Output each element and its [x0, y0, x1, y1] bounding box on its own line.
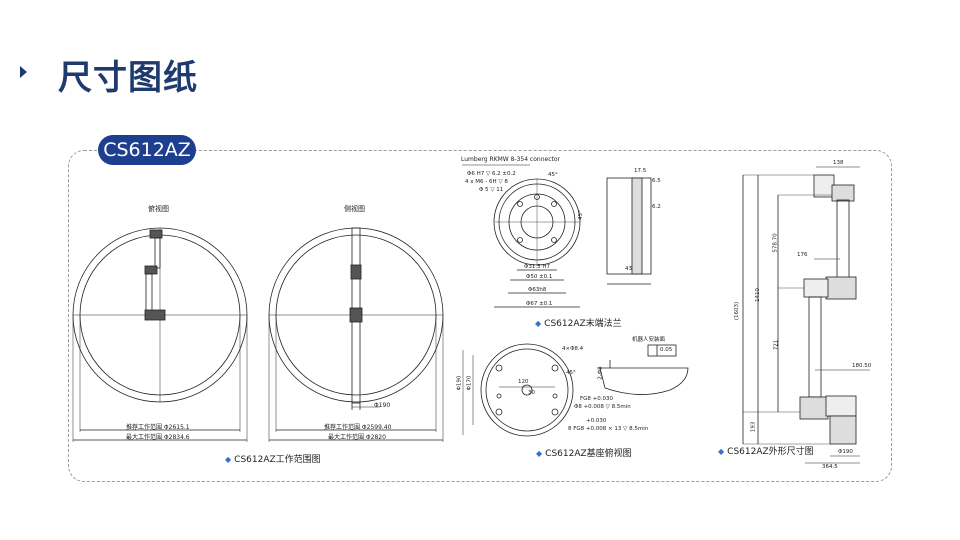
bullet-icon: ◆ [718, 447, 725, 456]
outline-dim-total: 1410 [755, 288, 761, 302]
base-dim: 30 [528, 390, 535, 396]
model-badge: CS612AZ [98, 135, 196, 165]
flange-dim: Φ67 ±0.1 [526, 301, 553, 307]
outline-dim-width: 364.5 [822, 464, 838, 470]
outline-dim-overall: (1603) [734, 301, 741, 321]
flange-note: Φ6 H7 ▽ 6.2 ±0.2 [467, 171, 516, 177]
outline-dim-upper-arm: 578.70 [772, 233, 779, 253]
workspace-top-view [72, 227, 248, 442]
base-dim: Φ190 [456, 375, 463, 391]
top-view-label: 俯视图 [148, 205, 169, 213]
base-holes: 4×Φ8.4 [562, 346, 584, 352]
bullet-icon: ◆ [535, 319, 542, 328]
flange-side-dim: 43 [625, 266, 632, 272]
base-dim: 120 [518, 379, 529, 385]
base-flatness: 0.05 [660, 347, 673, 353]
flange-caption: ◆CS612AZ末端法兰 [535, 316, 622, 329]
base-mount-label: 机器人安装面 [632, 337, 666, 343]
flange-drawing [462, 164, 652, 308]
flange-dim: Φ31.5 H7 [524, 264, 550, 270]
base-pin: Φ8 +0.008 ▽ 8.5min [574, 404, 631, 410]
base-caption: ◆CS612AZ基座俯视图 [536, 446, 632, 459]
workspace-caption-text: CS612AZ工作范围图 [234, 455, 321, 465]
workspace-caption: ◆CS612AZ工作范围图 [225, 452, 321, 465]
bullet-icon: ◆ [536, 449, 543, 458]
flange-connector: Lumberg RKMW 8-354 connector [461, 156, 560, 163]
base-pin: +0.030 [586, 418, 607, 424]
flange-side-dim: 6.2 [652, 204, 661, 210]
title-marker-icon [20, 66, 27, 78]
robot-outline-drawing [742, 166, 870, 464]
top-max-range: 最大工作范围 Φ2834.6 [126, 434, 190, 441]
side-max-range: 最大工作范围 Φ2820 [328, 434, 386, 441]
drawing-frame [68, 150, 892, 482]
outline-dim-base-h: 193 [750, 421, 757, 433]
base-pin: FG8 +0.030 [580, 396, 614, 402]
side-view-label: 侧视图 [344, 205, 365, 213]
flange-caption-text: CS612AZ末端法兰 [544, 319, 622, 329]
flange-angle: 45° [548, 172, 558, 178]
outline-dim-elbow: 180.50 [852, 363, 872, 369]
flange-note: 4 x M6 - 6H ▽ 8 [465, 179, 508, 185]
bullet-icon: ◆ [225, 455, 232, 464]
flange-side-dim: 6.5 [652, 178, 661, 184]
flange-dim: Φ63h8 [528, 287, 547, 293]
flange-note: Φ 5 ▽ 11 [479, 187, 504, 193]
outline-dim-base-dia: Φ190 [838, 449, 853, 455]
flange-dim: Φ50 ±0.1 [526, 274, 553, 280]
top-recommended-range: 推荐工作范围 Φ2615.1 [126, 424, 190, 431]
outline-dim-top: 138 [833, 160, 844, 166]
outline-caption-text: CS612AZ外形尺寸图 [727, 447, 814, 457]
base-dim: Φ170 [466, 375, 473, 391]
outline-caption: ◆CS612AZ外形尺寸图 [718, 444, 814, 457]
flange-side-dim: 17.5 [634, 168, 647, 174]
flange-angle-b: 45° [577, 210, 584, 220]
side-base-dia: Φ190 [374, 402, 391, 409]
base-dim: 45° [566, 370, 576, 376]
outline-dim-offset: 176 [797, 252, 808, 258]
base-pin: 8 FG8 +0.008 × 13 ▽ 8.5min [568, 426, 649, 432]
page-title: 尺寸图纸 [58, 58, 198, 98]
base-side-dim: 2-Φ8 [597, 366, 604, 380]
base-caption-text: CS612AZ基座俯视图 [545, 449, 632, 459]
base-drawing [462, 343, 689, 437]
side-recommended-range: 推荐工作范围 Φ2599.40 [324, 424, 392, 431]
outline-dim-lower-arm: 721 [773, 339, 780, 351]
workspace-side-view [268, 227, 444, 442]
